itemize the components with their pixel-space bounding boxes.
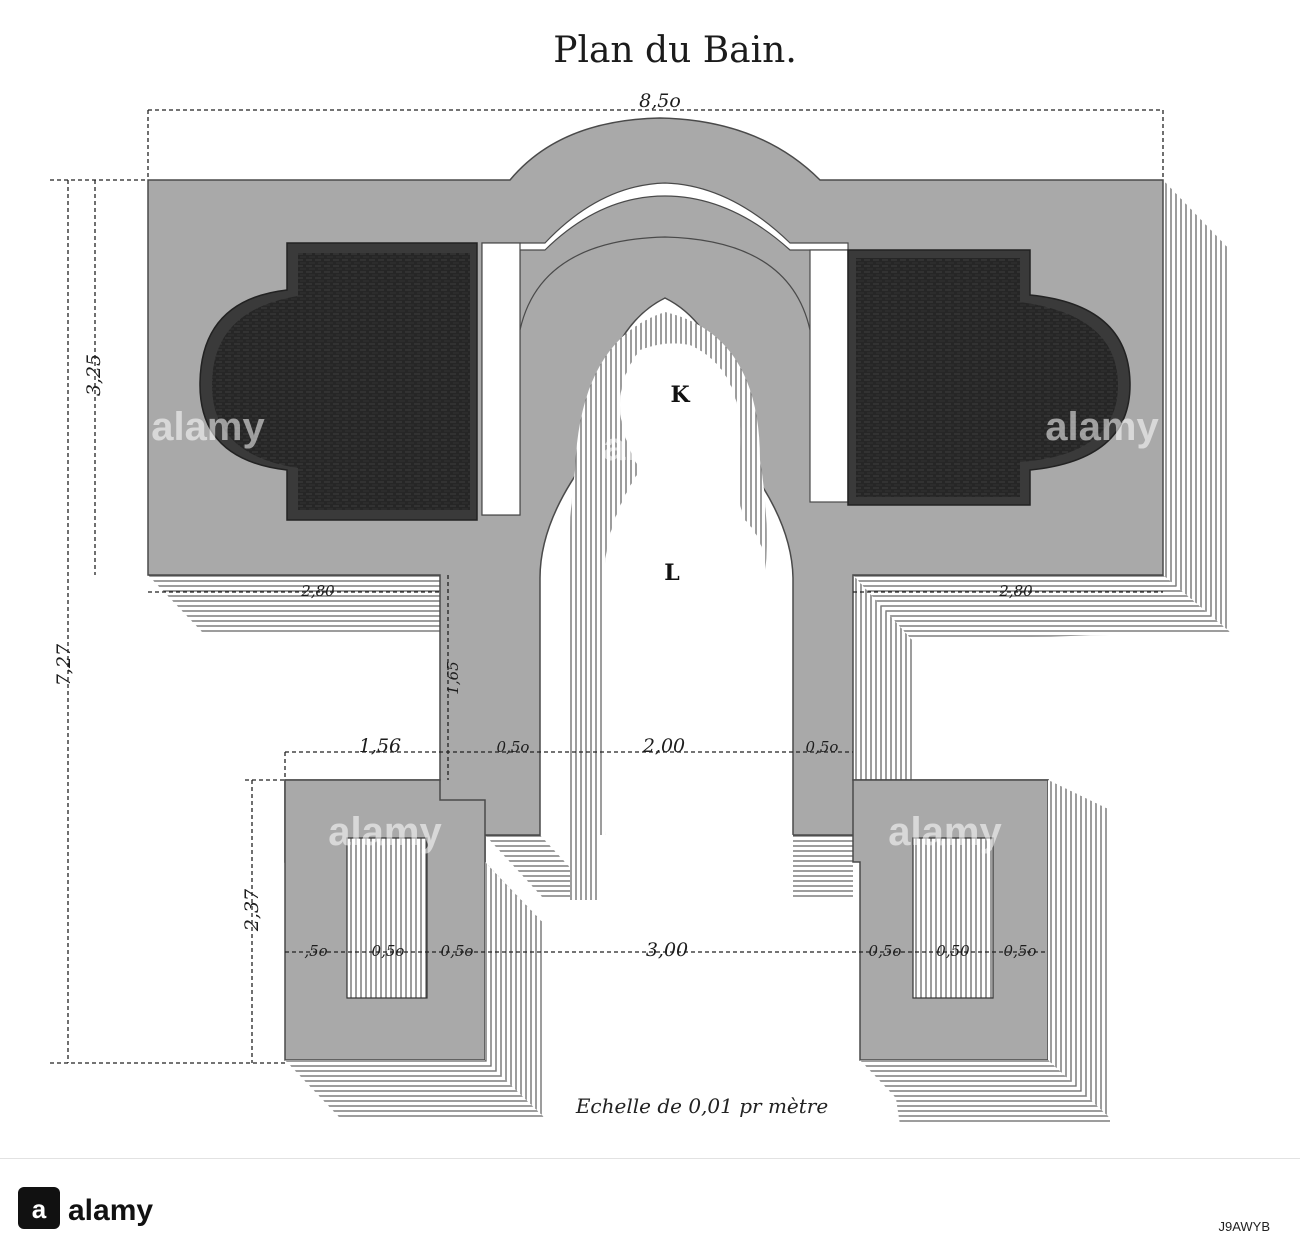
room-label-l: L [664,560,679,586]
dim-bottom-right-a: 0,5o [869,942,902,960]
corridor-right-jamb [809,249,849,503]
shadow-right-arm [793,835,853,900]
shadow-right-inner [853,575,912,780]
stock-footer-bar: a alamy J9AWYB [0,1158,1300,1257]
watermark-right: alamy [1045,405,1159,449]
scale-note: Echelle de 0,01 pr mètre [575,1094,828,1118]
shadow-right-upper [1163,180,1230,632]
shadow-under-left-pavilion [285,1060,545,1118]
watermark-lower-right: alamy [888,810,1002,854]
room-k-l-floor [604,343,793,900]
shadow-left-wing [148,575,480,635]
dim-wall-right: 0,5o [806,738,839,756]
dim-upper-height: 3,25 [83,354,105,396]
dim-pavilion-height: 2,37 [241,888,263,932]
pit-right-over [912,837,994,999]
basin-right-water [856,258,1118,497]
pit-left-over [346,837,428,999]
plan-title: Plan du Bain. [553,30,797,71]
svg-text:a: a [32,1194,47,1224]
shadow-pavilion-right-side [1048,780,1110,1118]
dim-bottom-left-b: 0,5o [372,942,405,960]
arch-inner-ring [519,236,811,331]
shadow-under-right-pavilion [860,1060,1110,1118]
dim-recess-height: 1,65 [444,661,462,694]
stock-image-id: J9AWYB [1218,1219,1270,1234]
dimension-lines [50,109,1164,1064]
dim-recess-width: 1,56 [359,735,401,757]
dim-wing-right: 2,80 [998,582,1033,600]
room-label-k: K [670,382,690,408]
corridor-left-jamb [481,242,521,516]
dim-passage-width: 2,00 [642,735,685,757]
dim-bottom-left-a: ,5o [304,942,327,960]
dim-overall-height: 7,27 [53,643,75,686]
dim-wing-left: 2,80 [300,582,335,600]
shadow-right-wing [853,575,1230,640]
dim-bottom-right-c: 0,5o [1004,942,1037,960]
dim-bottom-left-c: 0,5o [441,942,474,960]
alamy-logo: a alamy [18,1187,153,1229]
watermark-overlays: alamy alamy alamy alamy alamy [151,405,1159,854]
watermark-lower-left: alamy [328,810,442,854]
dim-overall-width: 8,5o [639,90,681,112]
shadow-pavilion-left-side [485,862,545,1118]
dim-bottom-centre: 3,00 [646,939,688,961]
svg-text:alamy: alamy [68,1194,153,1227]
dim-wall-left: 0,5o [497,738,530,756]
dim-bottom-right-b: 0,50 [936,942,970,960]
watermark-centre: alamy [603,425,717,469]
watermark-left: alamy [151,405,265,449]
basin-left-water [212,253,470,510]
